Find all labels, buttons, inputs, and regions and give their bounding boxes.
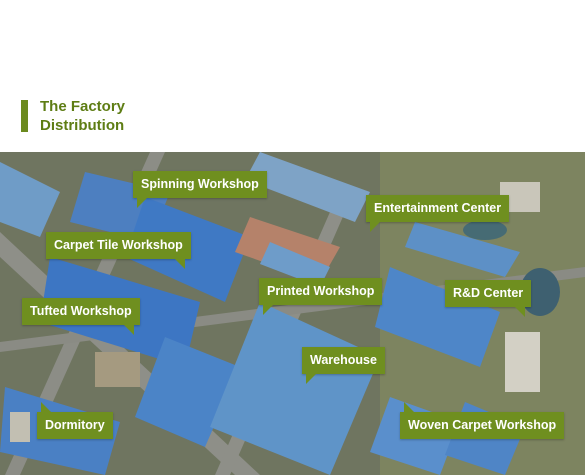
label-spinning-workshop: Spinning Workshop — [133, 171, 267, 208]
label-rnd-center: R&D Center — [445, 280, 532, 317]
label-warehouse: Warehouse — [302, 347, 385, 384]
label-dormitory: Dormitory — [37, 402, 113, 439]
label-printed-workshop: Printed Workshop — [259, 278, 383, 315]
label-woven-carpet-workshop: Woven Carpet Workshop — [400, 402, 565, 439]
page-title: The Factory Distribution — [40, 97, 125, 135]
label-tufted-workshop: Tufted Workshop — [22, 298, 140, 335]
title-accent-bar — [21, 100, 28, 132]
label-carpet-tile-workshop: Carpet Tile Workshop — [46, 232, 191, 269]
label-entertainment-center: Entertainment Center — [366, 195, 510, 232]
header: The Factory Distribution — [0, 0, 585, 152]
aerial-factory-photo: Spinning Workshop Entertainment Center C… — [0, 152, 585, 475]
title-line-2: Distribution — [40, 117, 125, 134]
title-line-1: The Factory — [40, 98, 126, 115]
